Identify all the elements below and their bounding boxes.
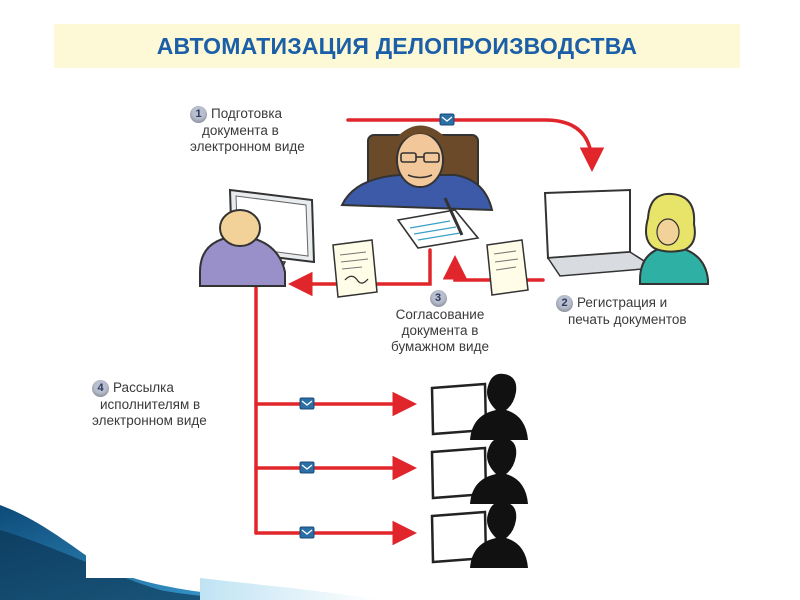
step-1-line-2: документа в (190, 123, 305, 139)
monitor-icon (545, 190, 630, 258)
document-icon (398, 210, 478, 248)
manager-at-desk (342, 126, 492, 249)
email-icon (300, 398, 314, 409)
step-3-line-2: документа в (370, 323, 510, 339)
step-number-badge: 4 (92, 380, 109, 397)
step-4-line-2: исполнителям в (92, 397, 207, 413)
step-1-line-3: электронном виде (190, 139, 305, 155)
step-4-label: 4 Рассылка исполнителям в электронном вид… (92, 380, 207, 429)
author-at-computer (200, 190, 314, 286)
step-4-line-1: Рассылка (113, 380, 174, 395)
step-3-label: 3 Согласование документа в бумажном виде (370, 290, 510, 355)
step-2-label: 2 Регистрация и печать документов (556, 295, 687, 328)
step-2-line-2: печать документов (556, 312, 687, 328)
email-icon (300, 527, 314, 538)
manager-head (397, 133, 443, 187)
step-3-line-1: Согласование (370, 307, 510, 323)
step-number-badge: 1 (190, 106, 207, 123)
step-3-line-3: бумажном виде (370, 339, 510, 355)
executor-station-2 (432, 438, 528, 504)
person-head (220, 210, 260, 246)
document-icon (333, 240, 377, 297)
step-4-line-3: электронном виде (92, 413, 207, 429)
executor-station-3 (432, 502, 528, 568)
step-1-line-1: Подготовка (211, 106, 282, 121)
email-icon (300, 462, 314, 473)
step-2-line-1: Регистрация и (577, 295, 667, 310)
step-number-badge: 2 (556, 295, 573, 312)
email-icon (440, 114, 454, 125)
document-icon (487, 240, 528, 295)
step-number-badge: 3 (430, 290, 447, 307)
registrar-at-laptop (545, 190, 708, 284)
executor-station-1 (432, 374, 528, 440)
step-1-label: 1 Подготовка документа в электронном виде (190, 106, 305, 155)
